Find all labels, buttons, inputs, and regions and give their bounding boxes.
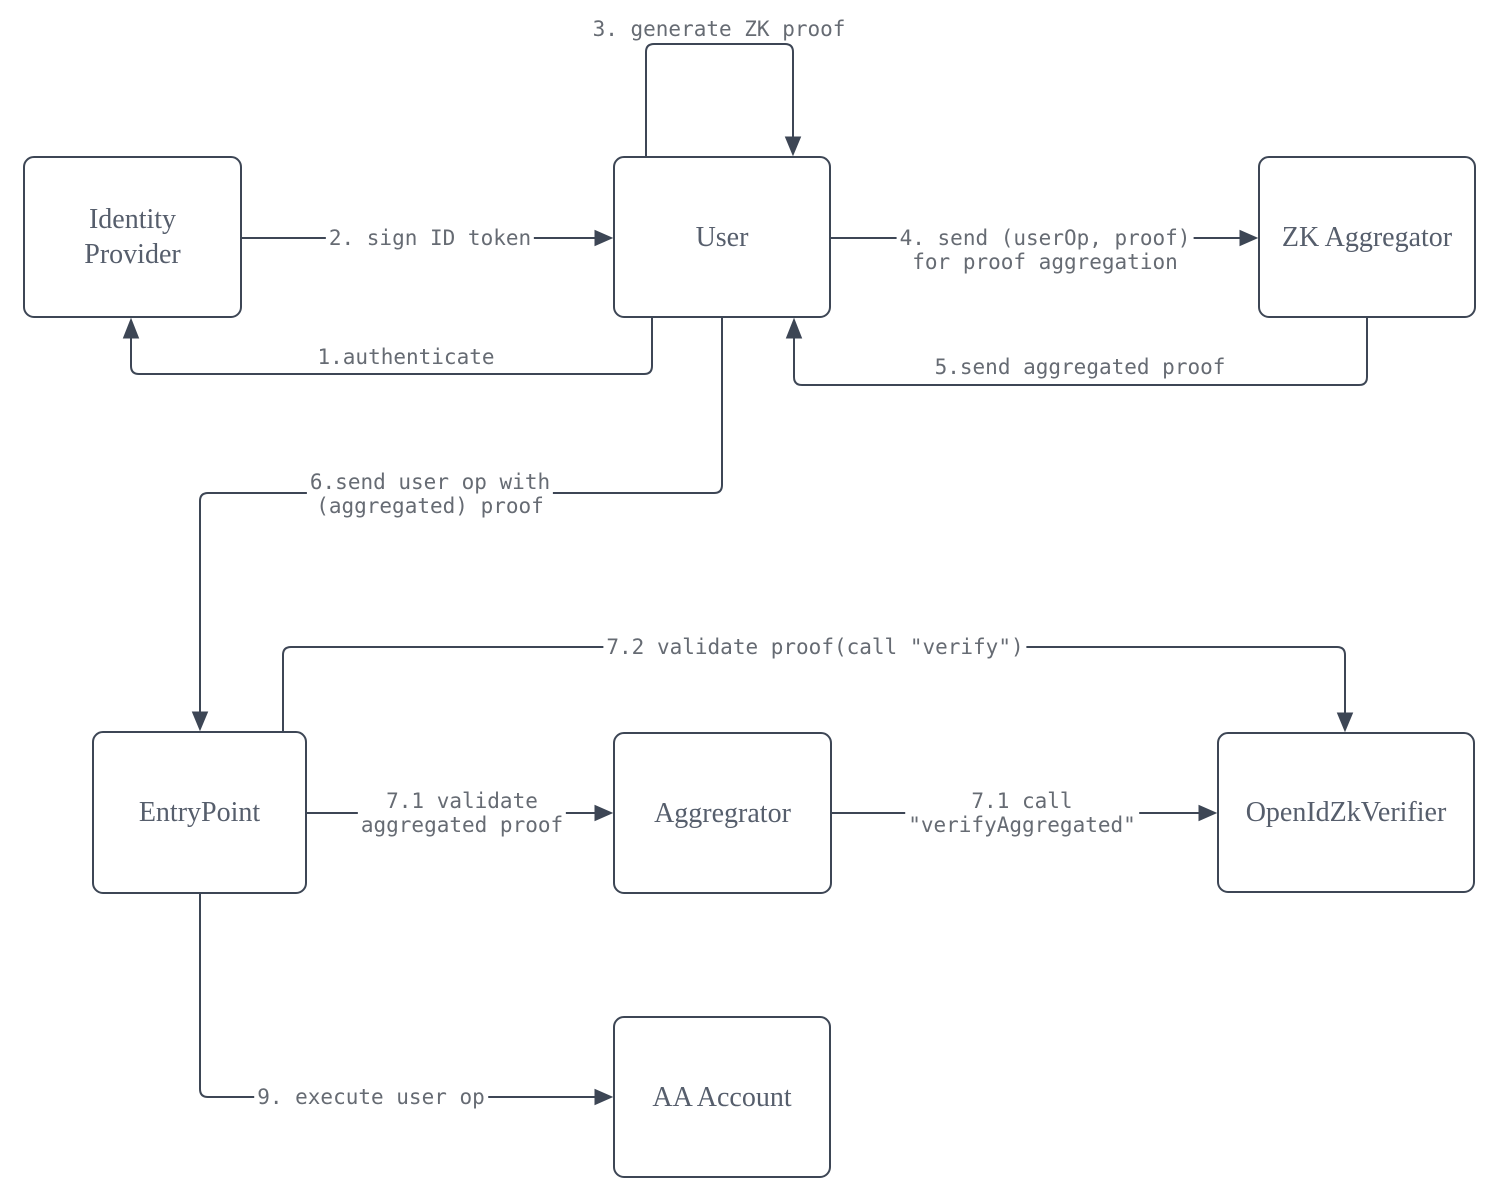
edge-label-send-userop-proof: 4. send (userOp, proof) for proof aggreg… [896, 226, 1194, 274]
node-openidzkverifier-label: OpenIdZkVerifier [1245, 797, 1447, 828]
edge-send-userop-proof-arrowhead [1239, 229, 1259, 247]
edge-authenticate-arrowhead [122, 317, 140, 339]
edge-generate-zk-proof-arrowhead [784, 136, 802, 157]
edge-generate-zk-proof-line [645, 43, 794, 156]
edge-send-aggregated-proof-line [793, 318, 1368, 386]
edge-validate-proof-verify-arrowhead [1336, 712, 1354, 733]
node-user-label: User [695, 221, 749, 253]
edge-label-send-user-op: 6.send user op with (aggregated) proof [306, 470, 554, 518]
edge-label-sign-id-token: 2. sign ID token [325, 226, 535, 250]
node-openidzkverifier: OpenIdZkVerifier [1217, 732, 1475, 893]
edge-execute-user-op-arrowhead [594, 1088, 614, 1106]
edge-label-validate-proof-verify: 7.2 validate proof(call "verify") [603, 635, 1027, 659]
node-aa-account-label: AA Account [652, 1081, 792, 1113]
edge-label-send-aggregated-proof: 5.send aggregated proof [931, 355, 1229, 379]
node-aggregrator: Aggregrator [613, 732, 832, 894]
edge-send-aggregated-proof-arrowhead [785, 317, 803, 339]
edge-validate-proof-verify-line [282, 646, 1346, 731]
node-identity-provider: Identity Provider [23, 156, 242, 318]
edge-authenticate-line [130, 318, 653, 375]
node-zk-aggregator: ZK Aggregator [1258, 156, 1476, 318]
node-zk-aggregator-label: ZK Aggregator [1281, 221, 1453, 253]
edge-execute-user-op-line [199, 894, 596, 1098]
edge-label-call-verify-aggregated: 7.1 call "verifyAggregated" [905, 789, 1139, 837]
node-aa-account: AA Account [613, 1016, 831, 1178]
node-entrypoint-label: EntryPoint [138, 797, 261, 828]
node-entrypoint: EntryPoint [92, 731, 307, 894]
edge-label-generate-zk-proof: 3. generate ZK proof [589, 17, 849, 41]
edge-send-user-op-arrowhead [191, 711, 209, 732]
edge-label-execute-user-op: 9. execute user op [254, 1085, 488, 1109]
edge-label-validate-aggregated: 7.1 validate aggregated proof [357, 789, 567, 837]
node-identity-provider-label: Identity Provider [84, 204, 181, 270]
edge-sign-id-token-arrowhead [594, 229, 614, 247]
node-user: User [613, 156, 831, 318]
node-aggregrator-label: Aggregrator [654, 797, 791, 829]
edge-label-authenticate: 1.authenticate [314, 345, 498, 369]
edge-call-verify-aggregated-arrowhead [1198, 804, 1218, 822]
edge-validate-aggregated-arrowhead [594, 804, 614, 822]
